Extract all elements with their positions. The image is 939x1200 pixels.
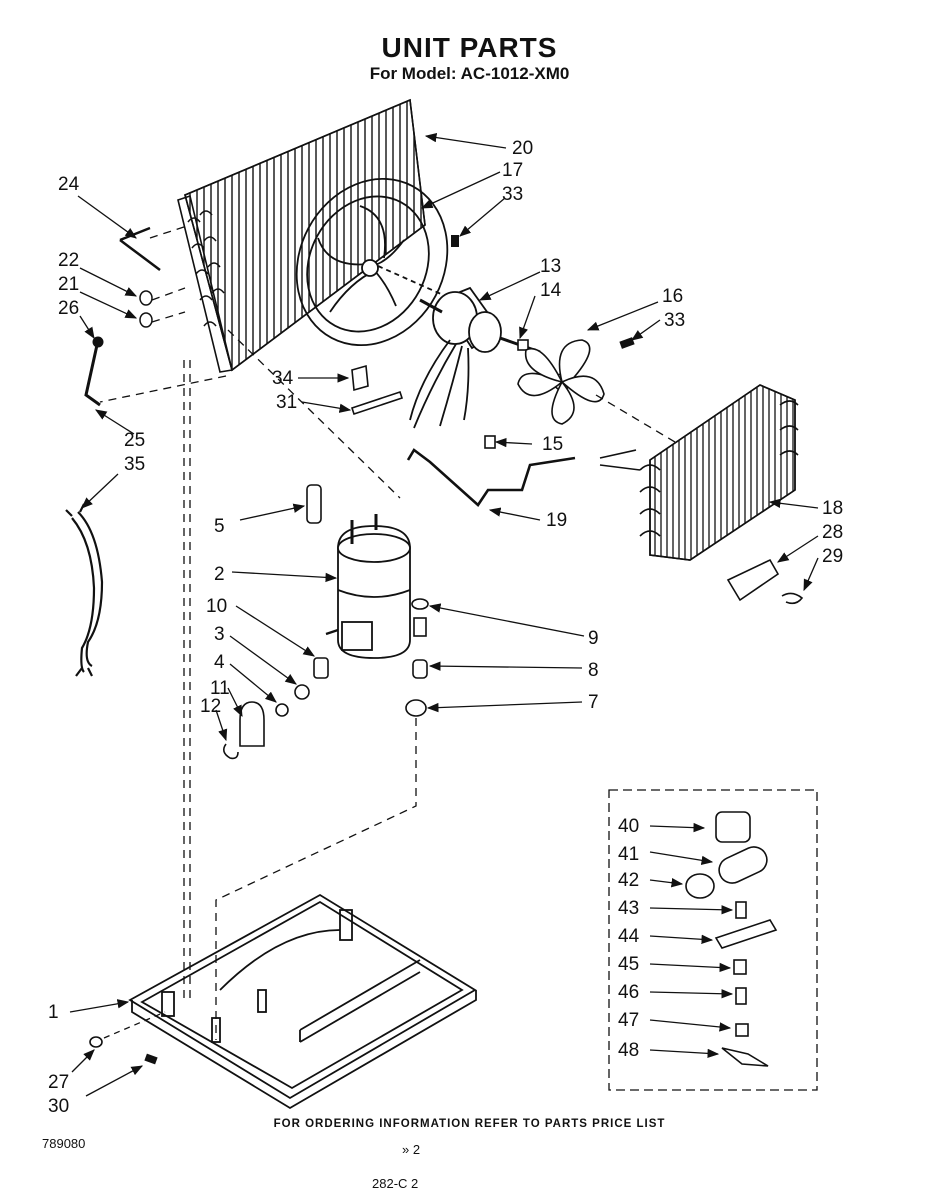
part-9-nut <box>411 598 429 637</box>
part-45-clip <box>733 959 747 975</box>
callout-7: 7 <box>588 692 599 713</box>
callout-22: 22 <box>58 250 79 271</box>
part-11-cap <box>239 701 265 747</box>
part-46-screw <box>735 987 747 1005</box>
part-12-clip <box>222 743 239 760</box>
callout-33-top: 33 <box>502 184 523 205</box>
inset-callout-46: 46 <box>618 982 639 1003</box>
part-14-clip <box>517 339 529 351</box>
part-43-screw <box>735 901 747 919</box>
inset-callout-47: 47 <box>618 1010 639 1031</box>
part-28-panel <box>726 558 780 602</box>
part-30-screw <box>144 1053 158 1065</box>
inset-callout-48: 48 <box>618 1040 639 1061</box>
part-4-relay <box>275 703 289 717</box>
page-title: UNIT PARTS <box>381 32 558 63</box>
callout-27: 27 <box>48 1072 69 1093</box>
document-number: 789080 <box>42 1136 86 1151</box>
part-44-bracket <box>714 919 778 949</box>
callout-31: 31 <box>276 392 297 413</box>
callout-33-right: 33 <box>664 310 685 331</box>
callout-19: 19 <box>546 510 567 531</box>
callout-4: 4 <box>214 652 225 673</box>
base-pan <box>128 893 477 1110</box>
inset-parts-box: 40 41 42 43 44 45 46 47 48 <box>608 789 818 1091</box>
callout-2: 2 <box>214 564 225 585</box>
callout-20: 20 <box>512 138 533 159</box>
ordering-note: FOR ORDERING INFORMATION REFER TO PARTS … <box>273 1118 666 1130</box>
fan-motor <box>409 286 541 429</box>
part-24-tube <box>119 226 161 271</box>
fan-blade <box>517 339 605 425</box>
grommets-21-22 <box>139 290 153 328</box>
part-8-sleeve <box>412 659 428 679</box>
mount-dash-line <box>215 718 417 1040</box>
part-26-tube <box>84 336 104 407</box>
part-34-bracket <box>351 364 369 392</box>
part-19-tube <box>406 448 576 507</box>
inset-callout-44: 44 <box>618 926 640 947</box>
callout-14: 14 <box>540 280 562 301</box>
inset-callout-45: 45 <box>618 954 639 975</box>
bottom-stamp: 282-C 2 <box>372 1176 419 1191</box>
callout-18: 18 <box>822 498 843 519</box>
page-marker: » 2 <box>402 1142 421 1157</box>
part-27-screw <box>89 1036 103 1048</box>
callout-24: 24 <box>58 174 80 195</box>
connection-dashes <box>99 224 681 499</box>
part-33-screw-top <box>451 235 459 247</box>
callout-12: 12 <box>200 696 221 717</box>
callout-25: 25 <box>124 430 145 451</box>
callout-34: 34 <box>272 368 294 389</box>
part-47-nut <box>735 1023 749 1037</box>
callout-1: 1 <box>48 1002 59 1023</box>
callout-3: 3 <box>214 624 225 645</box>
inset-callout-40: 40 <box>618 816 639 837</box>
part-33-screw-right <box>619 337 635 349</box>
callout-13: 13 <box>540 256 561 277</box>
part-40-bracket <box>715 811 751 843</box>
callout-11: 11 <box>210 678 230 699</box>
part-41-capacitor <box>718 846 768 884</box>
part-7-grommet <box>405 699 427 717</box>
condenser-coil <box>177 98 426 373</box>
leader-arrows <box>69 132 819 1097</box>
callout-35: 35 <box>124 454 145 475</box>
callout-16: 16 <box>662 286 683 307</box>
fan-shroud <box>295 177 451 347</box>
part-31-strap <box>350 390 404 416</box>
part-3-overload <box>294 684 310 700</box>
callout-9: 9 <box>588 628 599 649</box>
callout-21: 21 <box>58 274 79 295</box>
part-10-cover <box>313 657 329 679</box>
compressor <box>325 514 411 659</box>
inset-callout-42: 42 <box>618 870 639 891</box>
pan-dash-link <box>103 1011 166 1039</box>
part-15-terminal <box>484 435 496 449</box>
part-29-clip <box>781 592 804 605</box>
inset-callout-41: 41 <box>618 844 639 865</box>
callout-8: 8 <box>588 660 599 681</box>
callout-29: 29 <box>822 546 843 567</box>
evaporator-coil <box>599 384 799 561</box>
callout-17: 17 <box>502 160 523 181</box>
model-subtitle: For Model: AC-1012-XM0 <box>369 64 570 83</box>
callout-10: 10 <box>206 596 227 617</box>
callout-5: 5 <box>214 516 225 537</box>
callout-26: 26 <box>58 298 79 319</box>
part-48-bracket <box>721 1047 769 1067</box>
callout-30: 30 <box>48 1096 69 1117</box>
callout-labels: 20 17 33 24 22 21 26 13 14 16 33 34 31 1… <box>48 138 843 1117</box>
inset-callout-43: 43 <box>618 898 639 919</box>
part-42-cap <box>685 873 715 899</box>
callout-28: 28 <box>822 522 843 543</box>
part-5-tube <box>306 484 322 524</box>
callout-15: 15 <box>542 434 563 455</box>
part-35-harness <box>65 503 104 677</box>
